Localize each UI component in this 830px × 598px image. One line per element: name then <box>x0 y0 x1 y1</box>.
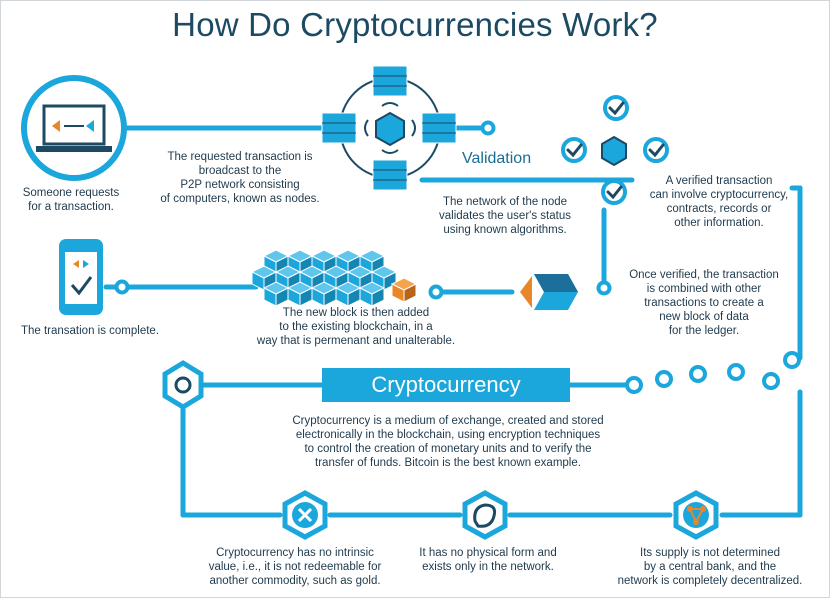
cryptocurrency-description: Cryptocurrency is a medium of exchange, … <box>292 415 604 469</box>
new-block-icon <box>520 274 578 310</box>
block-cube-face <box>403 283 417 303</box>
fact-decentralized: Its supply is not determined by a centra… <box>617 547 803 587</box>
step-complete-text: The transation is complete. <box>20 325 160 337</box>
step-verified-text: A verified transaction can involve crypt… <box>649 175 789 229</box>
step-combined-text: Once verified, the transaction is combin… <box>629 269 779 337</box>
phone-icon <box>59 239 103 315</box>
blockchain-icon <box>250 249 418 307</box>
step-request-text: Someone requests for a transaction. <box>22 187 120 213</box>
fact-intrinsic-value: Cryptocurrency has no intrinsic value, i… <box>208 547 382 587</box>
hexagon-icon <box>162 360 204 410</box>
step-validation-text: The network of the node validates the us… <box>439 196 571 236</box>
block-cube-face <box>371 287 385 307</box>
laptop-icon <box>21 75 127 181</box>
validation-heading: Validation <box>462 150 532 167</box>
step-added-text: The new block is then added to the exist… <box>256 307 456 347</box>
network-icon <box>321 65 457 191</box>
cryptocurrency-heading: Cryptocurrency <box>322 368 570 402</box>
page-title: How Do Cryptocurrencies Work? <box>172 6 658 43</box>
fact-physical-form: It has no physical form and exists only … <box>419 547 557 573</box>
step-broadcast-text: The requested transaction is broadcast t… <box>160 151 320 205</box>
